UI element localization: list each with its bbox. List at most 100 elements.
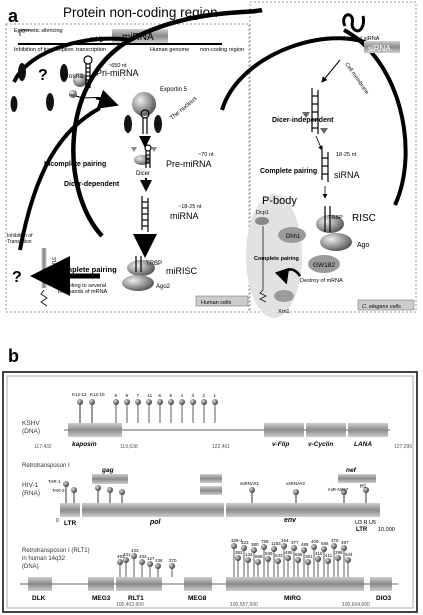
mirg-pin-label: 668	[255, 554, 263, 559]
drosha-protein	[73, 73, 87, 87]
hiv-small-gene-1	[200, 474, 222, 483]
vcyclin-label: v-Cyclin	[308, 441, 333, 448]
kshv-pin-head	[168, 399, 174, 405]
mirg-pin-23: 544	[345, 552, 353, 577]
rlt1-pin-3: 127	[147, 556, 155, 577]
mirg-pin-label: 376	[331, 538, 339, 543]
gag-pin-b	[107, 487, 113, 493]
gene-label-mirg: MIRG	[284, 595, 301, 602]
nucleus-export-arrow	[95, 89, 119, 109]
mirg-pin-18: 655	[295, 552, 303, 577]
mirg-pin-label: 410	[315, 551, 323, 556]
gw182-protein	[308, 255, 340, 273]
dicer-independent-marker-1	[302, 112, 310, 118]
kshv-pin-label: 7	[137, 393, 140, 398]
inhibition-transcription-label: Inhibition of transcription	[14, 47, 74, 53]
u3ru5-label: U3 R U5	[355, 520, 376, 526]
vsrna1-label: vsRNA#1	[240, 481, 260, 486]
kshv-coord-3: 122,461	[212, 444, 230, 450]
epigenetic-silencing-label: Epigenetic silencing	[14, 28, 63, 34]
mirna-label: miRNA	[170, 211, 199, 221]
mirg-pin-6: 377	[291, 540, 299, 577]
pore-3	[46, 93, 54, 111]
mirg-pin-label: 154	[281, 538, 289, 543]
rlt1-coord-3: 100,604,000	[342, 602, 370, 608]
mirg-pin-11: 487	[341, 540, 349, 577]
kshv-pin-label: 2	[203, 393, 206, 398]
meg8-gene	[184, 577, 212, 591]
human-cells-box	[5, 23, 250, 313]
vsrna1-pin	[249, 487, 255, 493]
hiv-small-gene-2	[200, 486, 222, 495]
rlt1-pin-label: 431	[123, 552, 131, 557]
sirna-top-box	[364, 41, 400, 53]
rlt1-label-line-3: (DNA)	[22, 564, 39, 570]
ltr-right-label: LTR	[356, 527, 368, 533]
rlt1-pin-label: 493	[117, 554, 125, 559]
kshv-label-line-1: KSHV	[22, 420, 40, 427]
xrn1-protein	[274, 290, 294, 302]
mirg-pin-head	[335, 555, 341, 561]
vflip-label: v-Flip	[272, 441, 289, 448]
rlt1-pin-0: 431	[123, 552, 131, 577]
mirg-pin-16: 543	[275, 553, 283, 577]
human-cells-label: Human cells	[201, 300, 232, 306]
mirg-pin-label: 411	[325, 553, 333, 558]
pore-4	[124, 115, 132, 133]
sirna-size: 18-25 nt	[336, 152, 357, 158]
rlt1-pin-label: 433	[131, 548, 139, 553]
kshv-pin-6: 4	[179, 393, 185, 423]
dcp1-label: Dcp1	[256, 210, 269, 216]
gene-label-meg3: MEG3	[92, 595, 111, 602]
mirg-pin-head	[281, 543, 287, 549]
inhibition-translation-line-1: Inhibition of	[7, 233, 33, 239]
hiv-retro-label: Retrotransposon I	[22, 463, 70, 469]
dhh1-label: Dhh1	[286, 234, 301, 240]
cap-label: cap	[69, 93, 75, 97]
mirg-pin-10: 376	[331, 538, 339, 577]
mirg-pin-19: 381	[305, 554, 313, 577]
mirg-pin-head	[315, 556, 321, 562]
mirg-pin-head	[271, 546, 277, 552]
mirg-pin-label: 299	[335, 550, 343, 555]
mirg-pin-label: 758	[261, 539, 269, 544]
ago-label: Ago	[357, 242, 370, 249]
tar2-pin	[71, 487, 77, 493]
rlt1-pin-head	[117, 559, 123, 565]
ltr-right-gene	[354, 503, 380, 517]
mirg-pin-label: 539	[265, 551, 273, 556]
ago2-label: Ago2	[156, 284, 171, 290]
mirg-pin-head	[231, 543, 237, 549]
mirg-pin-20: 410	[315, 551, 323, 577]
mirg-gene	[226, 577, 364, 591]
mirg-pin-label: 381	[305, 554, 313, 559]
targeting-line-2: thousands of mRNA	[58, 289, 108, 295]
dio3-gene	[370, 577, 392, 591]
hiv-end-coord: 10,000	[378, 527, 395, 533]
mirg-pin-head	[241, 545, 247, 551]
rlt1-pin-label: 370	[169, 558, 177, 563]
pre-mirna-label: Pre-miRNA	[166, 159, 212, 169]
panel-a: a Protein non-coding region Epigenetic s…	[5, 1, 417, 318]
kshv-pin-label: 8	[115, 393, 118, 398]
ago-protein	[320, 233, 352, 251]
rlt1-pin-label: 432	[139, 554, 147, 559]
mirg-pin-head	[341, 545, 347, 551]
complete-pairing-1-label: Complete pairing	[260, 168, 317, 175]
lana-gene	[348, 423, 388, 437]
k12-12-label: K12-12	[72, 392, 87, 397]
nef-gene	[338, 474, 376, 483]
hiv-zero: 0	[56, 518, 59, 524]
mirg-pin-9: 656	[321, 541, 329, 577]
rlt1-label-line-1: Retrotransposon I (RLT1)	[22, 548, 90, 554]
inhibition-translation-label: Inhibition of Translation	[7, 233, 34, 245]
pbody-mrna-squiggle	[259, 289, 267, 303]
translation-inhibition-curve	[18, 106, 101, 251]
dicer-independent-label: Dicer-independent	[272, 117, 334, 124]
trbp-label-risc: TRBP	[328, 215, 343, 221]
ltr-left-label: LTR	[64, 520, 76, 527]
gene-label-meg8: MEG8	[188, 595, 207, 602]
kshv-pin-9: 1	[212, 393, 218, 423]
pore-2	[60, 64, 68, 82]
